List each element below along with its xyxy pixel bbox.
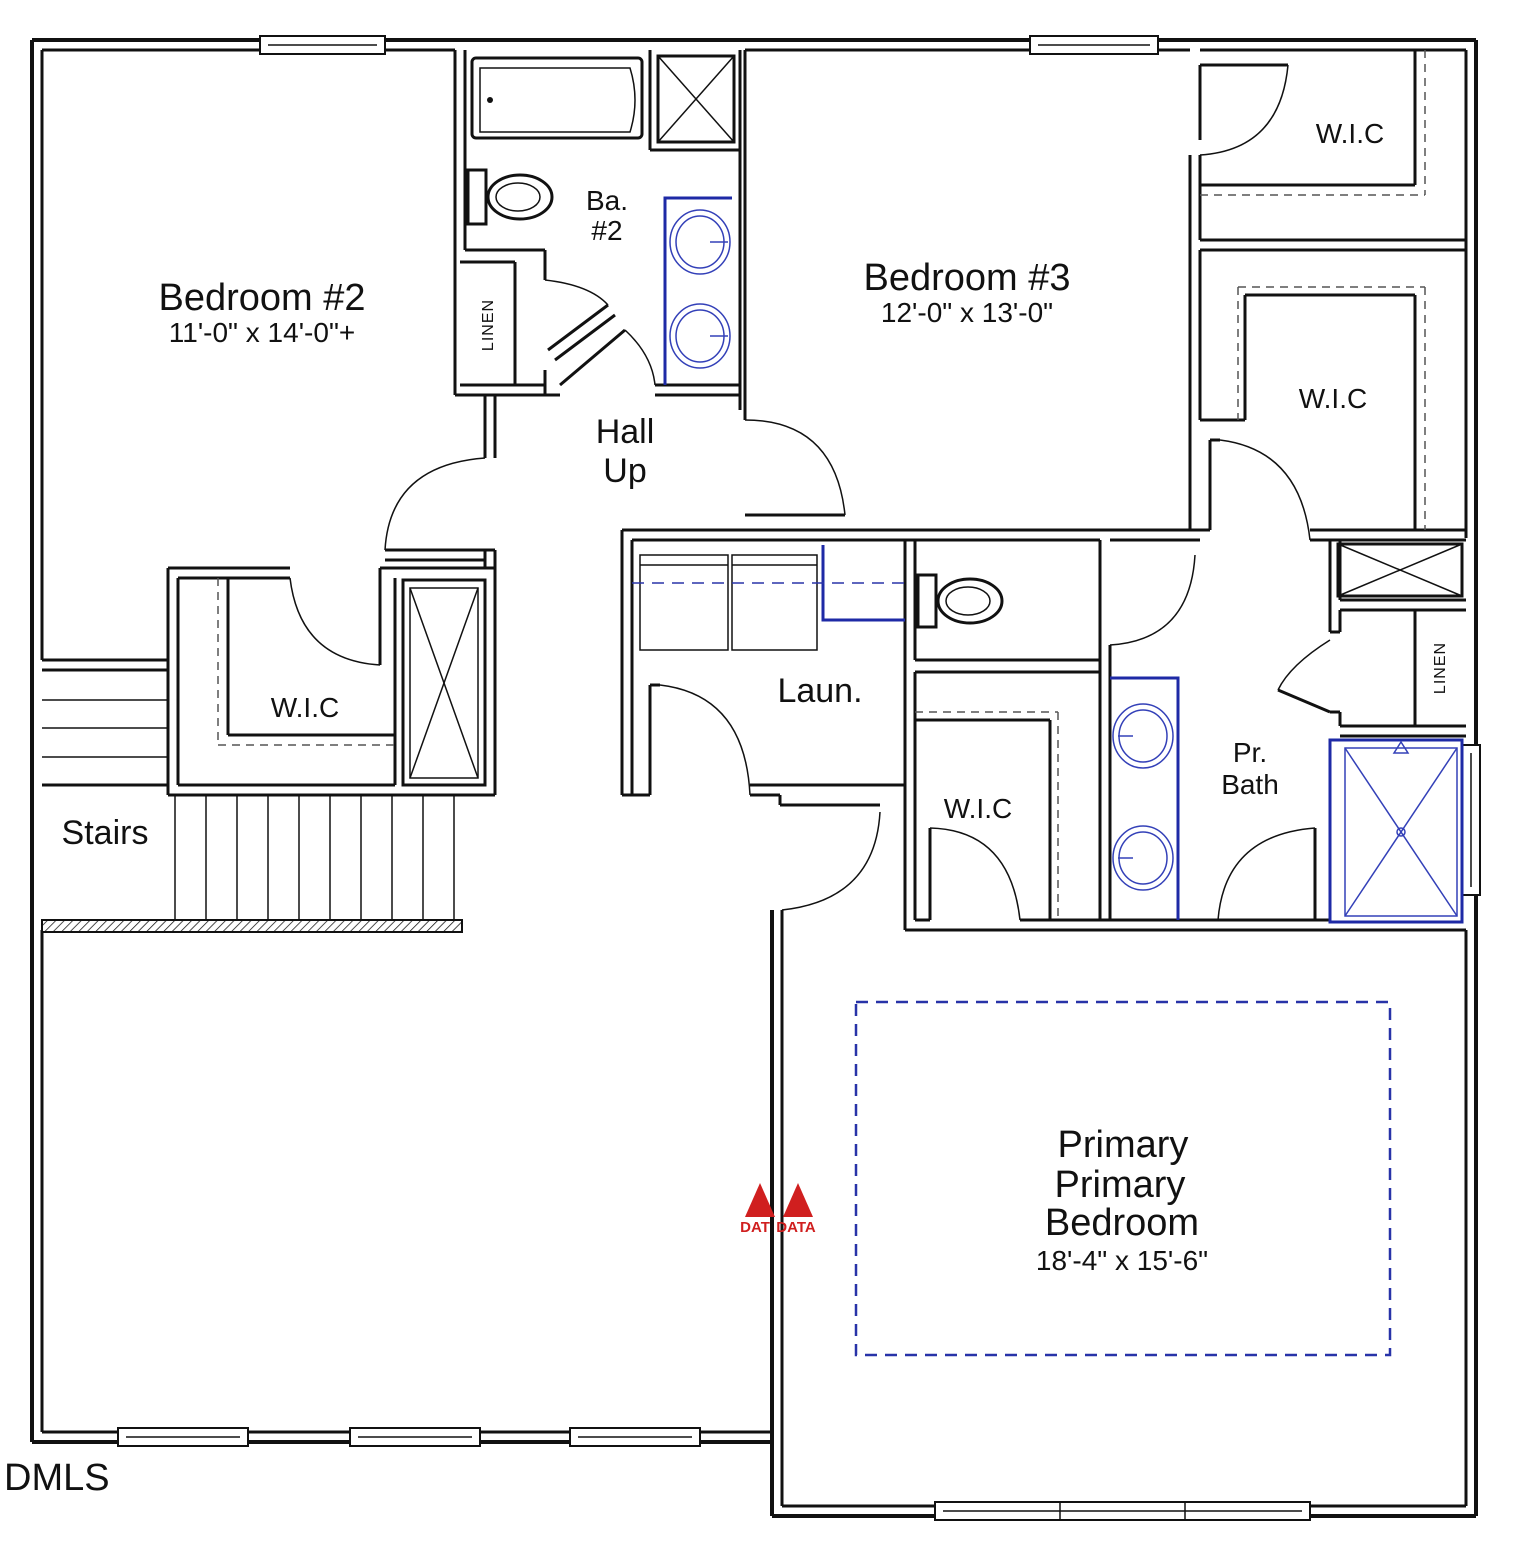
stairs: [41, 668, 463, 933]
linen-primary-label: LINEN: [1432, 642, 1449, 694]
windows: [117, 35, 1481, 1521]
bedroom-3-name: Bedroom #3: [863, 257, 1070, 299]
bedroom-3-dims: 12'-0" x 13'-0": [881, 297, 1053, 328]
wic-bedroom-2-label: W.I.C: [271, 692, 339, 723]
bath-2-doors: [544, 279, 656, 387]
hall-label-line1: Hall: [596, 413, 655, 451]
watermark-text-left: DAT: [740, 1219, 770, 1236]
bedroom-2-dims: 11'-0" x 14'-0"+: [169, 317, 355, 348]
primary-bedroom-line1: Primary: [1058, 1124, 1189, 1166]
washer-dryer: [632, 545, 905, 651]
primary-bedroom-line2: Primary: [1055, 1164, 1186, 1206]
wic-bedroom-3-right-label: W.I.C: [1299, 383, 1367, 414]
primary-vanity: [1110, 676, 1180, 920]
watermark-logo: DAT DATA: [740, 1183, 816, 1236]
primary-toilet: [916, 573, 1004, 629]
watermark-text-right: DATA: [776, 1219, 816, 1236]
primary-bath-walls: [1217, 540, 1466, 921]
primary-wic-walls: [905, 711, 1466, 932]
hall-walls: [620, 528, 1200, 930]
hall-label-line2: Up: [603, 452, 646, 490]
wic-bedroom-3-top-label: W.I.C: [1316, 118, 1384, 149]
primary-shower: [1328, 738, 1464, 924]
tray-ceiling-outline: [854, 1000, 1392, 1357]
bedroom-3-doors: [743, 63, 1311, 541]
primary-bath-label-line1: Pr.: [1233, 737, 1267, 768]
primary-bedroom-line3: Bedroom: [1045, 1202, 1199, 1244]
bath-2-walls: [453, 50, 747, 458]
bathtub: [470, 56, 644, 140]
bedroom-2-storage: [401, 578, 487, 787]
primary-bath-label-line2: Bath: [1221, 769, 1279, 800]
bedroom-2-name: Bedroom #2: [158, 277, 365, 319]
bath-2-storage: [656, 54, 736, 144]
bedroom-2-walls: [42, 457, 497, 797]
wic-primary-label: W.I.C: [944, 793, 1012, 824]
bath-2-label-line2: #2: [591, 215, 622, 246]
bath-2-label-line1: Ba.: [586, 185, 628, 216]
linen-hall-label: LINEN: [480, 299, 497, 351]
bath-2-vanity: [663, 196, 732, 385]
stairs-label: Stairs: [62, 814, 149, 852]
laundry-label: Laun.: [777, 672, 862, 710]
bedroom-3-walls: [1188, 50, 1466, 542]
primary-bedroom-dims: 18'-4" x 15'-6": [1036, 1245, 1208, 1276]
brand-logo: DMLS: [4, 1457, 110, 1499]
primary-storage: [1336, 542, 1464, 598]
bath-2-toilet: [466, 168, 554, 226]
